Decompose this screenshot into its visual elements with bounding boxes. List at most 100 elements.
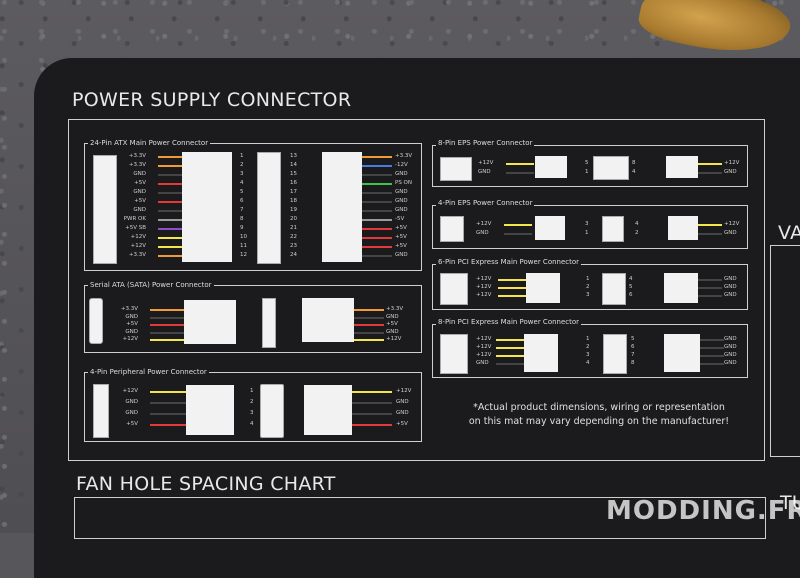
atx-pin-number: 16 — [290, 180, 297, 186]
periph-right-label: GND — [396, 399, 409, 405]
atx-left-wire — [158, 228, 182, 230]
periph-left-wire — [150, 391, 186, 393]
pcie6-panel — [432, 264, 748, 310]
fan-spacing-title: FAN HOLE SPACING CHART — [76, 473, 336, 495]
atx-pin-number: 3 — [240, 171, 244, 177]
periph-plug-left — [186, 385, 234, 435]
periph-right-wire — [352, 413, 392, 415]
eps8-panel — [432, 145, 748, 187]
sata-connector-edge — [262, 298, 276, 348]
eps8-pin-number: 1 — [585, 169, 589, 175]
disclaimer-line-1: *Actual product dimensions, wiring or re… — [473, 402, 725, 413]
eps4-panel — [432, 205, 748, 249]
pcie8-panel — [432, 324, 748, 378]
atx-right-label: +5V — [395, 234, 407, 240]
eps4-right-wire — [698, 233, 722, 235]
pcie8-plug-right — [664, 334, 700, 372]
pcie6-left-label: +12V — [476, 292, 492, 298]
eps8-plug-right — [666, 156, 698, 178]
eps8-left-label: +12V — [478, 160, 494, 166]
periph-left-label: +12V — [122, 388, 138, 394]
atx-right-wire — [362, 246, 392, 248]
atx-right-wire — [362, 165, 392, 167]
eps8-right-label: +12V — [724, 160, 740, 166]
sata-left-label: +3.3V — [120, 306, 138, 312]
pcie8-pin-number: 5 — [631, 336, 635, 342]
pcie8-right-label: GND — [724, 336, 737, 342]
pcie8-right-wire — [700, 355, 724, 357]
sata-right-label: +3.3V — [386, 306, 404, 312]
periph-left-wire — [150, 424, 186, 426]
atx-pin-number: 21 — [290, 225, 297, 231]
sata-plug-right — [302, 298, 354, 342]
disclaimer-line-2: on this mat may vary depending on the ma… — [468, 416, 730, 427]
atx-socket — [93, 155, 117, 264]
eps8-right-label: GND — [724, 169, 737, 175]
pcie6-pin-number: 3 — [586, 292, 590, 298]
periph-left-label: GND — [125, 410, 138, 416]
atx-left-wire — [158, 201, 182, 203]
atx-right-label: +5V — [395, 225, 407, 231]
atx-right-label: GND — [395, 252, 408, 258]
sata-left-wire — [150, 331, 184, 334]
sata-right-label: +12V — [386, 336, 402, 342]
pcie6-left-wire — [498, 295, 526, 297]
eps8-right-wire — [698, 163, 722, 165]
atx-left-wire — [158, 165, 182, 167]
eps8-left-label: GND — [478, 169, 491, 175]
atx-right-wire — [362, 183, 392, 185]
atx-pin-number: 12 — [240, 252, 247, 258]
eps8-left-wire — [506, 163, 534, 165]
atx-socket-right — [257, 152, 281, 264]
pcie6-right-label: GND — [724, 292, 737, 298]
sata-left-label: +5V — [126, 321, 138, 327]
atx-left-label: +5V — [134, 198, 146, 204]
atx-right-label: GND — [395, 171, 408, 177]
atx-title: 24-Pin ATX Main Power Connector — [88, 139, 211, 147]
atx-left-label: +5V SB — [125, 225, 146, 231]
atx-right-wire — [362, 210, 392, 212]
atx-left-wire — [158, 183, 182, 185]
sata-left-label: GND — [125, 328, 138, 335]
atx-left-wire — [158, 219, 182, 221]
atx-left-label: GND — [133, 171, 146, 177]
atx-left-label: GND — [133, 189, 146, 195]
pcie8-pin-number: 2 — [586, 344, 590, 350]
sata-left-label: GND — [125, 313, 138, 320]
atx-right-label: +3.3V — [395, 153, 413, 159]
atx-right-wire — [362, 219, 392, 221]
sata-right-wire — [354, 316, 384, 319]
atx-pin-number: 22 — [290, 234, 297, 240]
atx-plug-left — [182, 152, 232, 262]
periph-right-label: +5V — [396, 421, 408, 427]
pcie8-socket-mid — [603, 334, 627, 374]
pcie8-right-label: GND — [724, 352, 737, 358]
atx-pin-number: 5 — [240, 189, 244, 195]
pcie8-pin-number: 7 — [631, 352, 635, 358]
atx-pin-number: 8 — [240, 216, 244, 222]
pcie8-left-label: +12V — [476, 344, 492, 350]
sata-panel — [84, 285, 422, 353]
pcie8-socket — [440, 334, 468, 374]
pcie6-pin-number: 2 — [586, 284, 590, 290]
watermark: MODDING.FR — [606, 496, 800, 526]
atx-right-label: GND — [395, 198, 408, 204]
pcie6-right-label: GND — [724, 276, 737, 282]
pcie8-right-wire — [700, 339, 724, 341]
atx-pin-number: 4 — [240, 180, 244, 186]
atx-pin-number: 19 — [290, 207, 297, 213]
eps8-socket-mid — [593, 156, 629, 180]
atx-left-label: +12V — [130, 234, 146, 240]
eps4-right-label: +12V — [724, 221, 740, 227]
periph-socket — [93, 384, 109, 438]
atx-pin-number: 6 — [240, 198, 244, 204]
sata-right-label: GND — [386, 328, 399, 335]
periph-right-wire — [352, 402, 392, 404]
periph-pin-number: 1 — [250, 388, 254, 394]
atx-left-wire — [158, 246, 182, 248]
eps8-title: 8-Pin EPS Power Connector — [436, 139, 535, 147]
right-bottom-title-partial: TU — [780, 492, 800, 514]
pcie6-pin-number: 6 — [629, 292, 633, 298]
pcie6-left-label: +12V — [476, 284, 492, 290]
periph-right-label: +12V — [396, 388, 412, 394]
